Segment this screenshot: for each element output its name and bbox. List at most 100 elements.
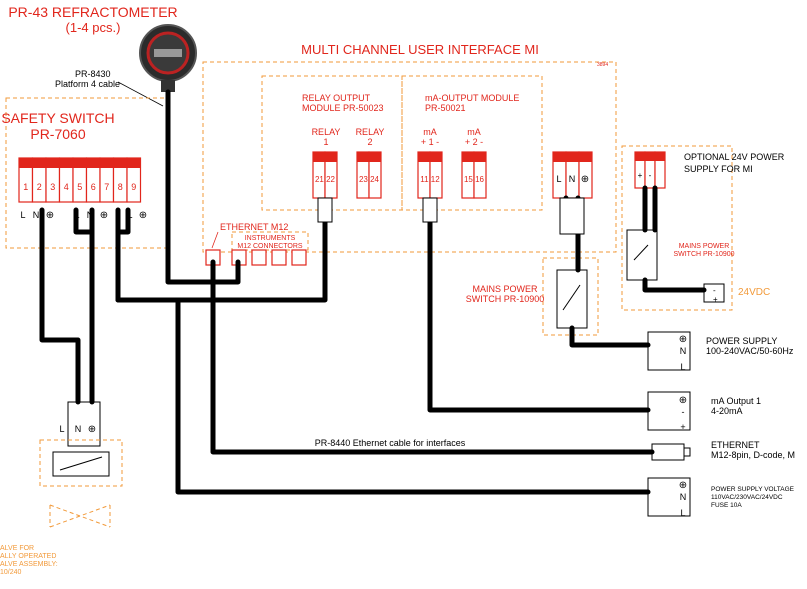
safety-terminal-cap <box>113 158 127 168</box>
relay2-num: 2 <box>367 137 372 147</box>
ground-icon: ⊕ <box>139 210 147 221</box>
relay1-num: 1 <box>323 137 328 147</box>
ma2-name: mA <box>467 127 481 137</box>
mains-cable-bottom <box>569 325 651 348</box>
platform-cable-pointer <box>117 81 164 107</box>
platform-cable-label-2: Platform 4 cable <box>55 79 120 89</box>
svg-text:23 24: 23 24 <box>359 175 380 184</box>
ma1-terminals: 11 12 <box>417 151 443 199</box>
safety-terminal-cap <box>86 158 100 168</box>
ethernet-cable-label: PR-8440 Ethernet cable for interfaces <box>315 438 466 448</box>
ground-icon: ⊕ <box>679 395 687 406</box>
valve-body-icon <box>49 504 111 528</box>
svg-text:N: N <box>75 424 82 434</box>
safety-terminal-label: 1 <box>23 182 28 192</box>
svg-text:L: L <box>556 174 561 184</box>
ma-output-terminal: ⊕ - + <box>647 391 691 432</box>
ground-icon: ⊕ <box>581 174 589 185</box>
instruments-line1: INSTRUMENTS <box>245 235 296 242</box>
safety-terminal-cap <box>59 158 73 168</box>
power-supply-line1: POWER SUPPLY <box>706 336 777 346</box>
ground-icon: ⊕ <box>679 480 687 491</box>
valve-text-2: ALLY OPERATED <box>0 553 56 560</box>
ground-icon: ⊕ <box>88 424 96 435</box>
mi-code: 3894 <box>597 62 608 68</box>
ethernet-m12-label: ETHERNET M12 <box>220 222 288 232</box>
safety-terminal-label: 8 <box>118 182 123 192</box>
ma2-sign: + 2 - <box>465 137 483 147</box>
svg-text:21 22: 21 22 <box>315 175 336 184</box>
instruments-line2: M12 CONNECTORS <box>237 243 303 250</box>
m12-connector-row <box>205 249 307 266</box>
safety-terminal-cap <box>73 158 87 168</box>
power-voltage-line2: 110VAC/230VAC/24VDC <box>711 494 783 501</box>
safety-terminal-cap <box>100 158 114 168</box>
ma2-terminals: 15 16 <box>461 151 487 199</box>
instrument-connectors-box <box>231 231 309 251</box>
safety-terminal-cap <box>46 158 60 168</box>
valve-terminal: L N ⊕ <box>59 401 101 447</box>
optional-psu-switch <box>626 229 658 281</box>
refractometer-count: (1-4 pcs.) <box>66 20 121 35</box>
valve-text-1: ALVE FOR <box>0 545 34 552</box>
safety-switch-title: SAFETY SWITCH <box>1 110 114 126</box>
ma-output-line2: 4-20mA <box>711 406 743 416</box>
safety-terminal-label: 9 <box>131 182 136 192</box>
ma-module-line1: mA-OUTPUT MODULE <box>425 93 519 103</box>
relay2-terminals: 23 24 <box>356 151 382 199</box>
relay-module-line1: RELAY OUTPUT <box>302 93 371 103</box>
svg-text:L: L <box>59 424 64 434</box>
relay-module-line2: MODULE PR-50023 <box>302 103 384 113</box>
relay1-terminals: 21 22 <box>312 151 338 199</box>
svg-text:-: - <box>682 407 685 417</box>
svg-text:N: N <box>569 174 576 184</box>
ethernet-line1: ETHERNET <box>711 440 760 450</box>
mains-switch-outer <box>542 257 599 336</box>
svg-text:N: N <box>680 492 687 502</box>
safety-terminal-cap <box>19 158 33 168</box>
svg-text:15 16: 15 16 <box>464 175 485 184</box>
power-supply-terminal: ⊕ N L <box>647 331 691 372</box>
svg-text:+: + <box>680 422 685 432</box>
optional-psu-switch-line1: MAINS POWER <box>679 243 730 250</box>
safety-terminal-label: 6 <box>91 182 96 192</box>
svg-text:-: - <box>713 286 716 295</box>
refractometer-sensor <box>139 24 197 92</box>
ma-output-line1: mA Output 1 <box>711 396 761 406</box>
optional-psu-dc-terminal <box>703 283 725 303</box>
power-voltage-line3: FUSE 10A <box>711 502 742 509</box>
safety-terminal-label: 4 <box>64 182 69 192</box>
optional-psu-terminals: + - <box>634 151 666 189</box>
power-supply-line2: 100-240VAC/50-60Hz <box>706 346 794 356</box>
relay2-name: RELAY <box>356 127 385 137</box>
safety-lower-label: N <box>33 210 40 220</box>
safety-switch-model: PR-7060 <box>30 126 85 142</box>
svg-text:L: L <box>680 362 685 372</box>
ma1-name: mA <box>423 127 437 137</box>
optional-psu-switch-line2: SWITCH PR-10900 <box>673 251 734 258</box>
ground-icon: ⊕ <box>679 334 687 345</box>
valve-outline <box>39 439 123 487</box>
optional-psu-box <box>621 145 733 311</box>
mains-switch-body <box>556 269 588 329</box>
platform-cable <box>165 89 241 285</box>
ma-module-line2: PR-50021 <box>425 103 466 113</box>
power-voltage-terminal: ⊕ N L <box>647 477 691 518</box>
svg-text:-: - <box>649 171 652 180</box>
mains-terminals: L N ⊕ <box>552 151 593 199</box>
valve-text-4: 10/240 <box>0 569 22 576</box>
ethernet-cable <box>210 259 655 455</box>
mains-switch-line2: SWITCH PR-10900 <box>466 294 545 304</box>
optional-psu-line2: SUPPLY FOR MI <box>684 164 753 174</box>
optional-psu-line1: OPTIONAL 24V POWER <box>684 152 785 162</box>
optional-psu-voltage: 24VDC <box>738 287 770 298</box>
safety-terminal-label: 7 <box>104 182 109 192</box>
ethernet-line2: M12-8pin, D-code, M <box>711 450 795 460</box>
svg-text:11 12: 11 12 <box>420 175 440 184</box>
svg-text:N: N <box>680 346 687 356</box>
mi-enclosure <box>202 61 617 253</box>
safety-cable-1 <box>39 207 81 405</box>
dc-cable <box>642 277 707 293</box>
svg-text:+: + <box>713 295 718 304</box>
